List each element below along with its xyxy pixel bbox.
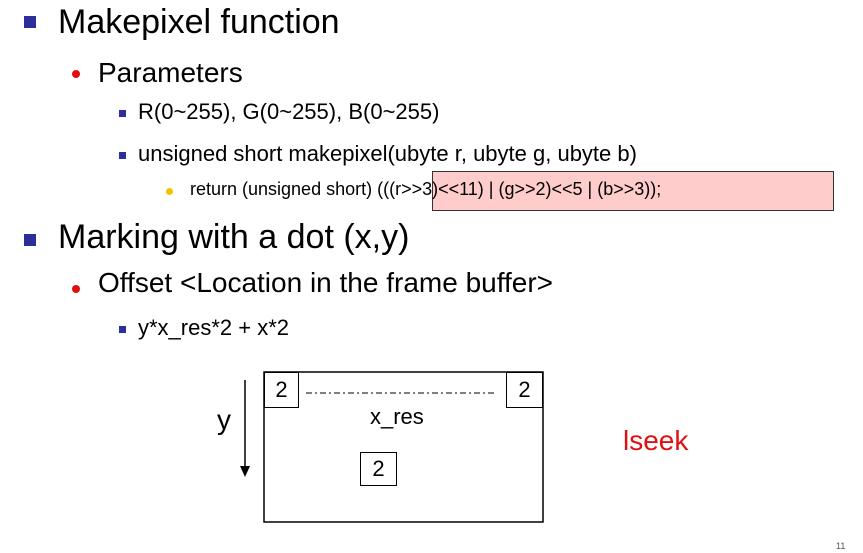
bullet-dot-parameters bbox=[72, 70, 80, 78]
bullet-square-formula bbox=[119, 326, 126, 333]
item-rgb-range: R(0~255), G(0~255), B(0~255) bbox=[138, 99, 440, 124]
y-axis-label: y bbox=[217, 404, 231, 435]
bullet-square-rgb bbox=[119, 110, 126, 117]
y-axis-arrow-head bbox=[240, 466, 250, 477]
x-res-label: x_res bbox=[370, 404, 424, 429]
bullet-square-signature bbox=[119, 152, 126, 159]
section-title-marking: Marking with a dot (x,y) bbox=[58, 218, 410, 256]
item-makepixel-signature: unsigned short makepixel(ubyte r, ubyte … bbox=[138, 141, 637, 166]
code-line: return (unsigned short) (((r>>3)<<11) | … bbox=[190, 178, 661, 200]
subheading-parameters: Parameters bbox=[98, 57, 243, 88]
frame-buffer-rect bbox=[263, 371, 544, 523]
code-highlight-box bbox=[432, 171, 834, 211]
section-title-makepixel: Makepixel function bbox=[58, 3, 340, 41]
corner-cell-left: 2 bbox=[264, 372, 299, 408]
code-expression: (((r>>3)<<11) | (g>>2)<<5 | (b>>3)); bbox=[377, 179, 662, 199]
lseek-note: lseek bbox=[623, 425, 689, 456]
page-number: 11 bbox=[836, 541, 846, 551]
bullet-dot-code bbox=[166, 188, 173, 195]
code-prefix: return (unsigned short) bbox=[190, 179, 378, 199]
corner-cell-right: 2 bbox=[506, 372, 543, 408]
subheading-offset: Offset <Location in the frame buffer> bbox=[98, 267, 554, 298]
bullet-square-1 bbox=[24, 16, 36, 28]
item-offset-formula: y*x_res*2 + x*2 bbox=[138, 315, 290, 340]
bullet-square-2 bbox=[24, 234, 36, 246]
center-cell: 2 bbox=[360, 452, 397, 486]
bullet-dot-offset bbox=[72, 285, 80, 293]
